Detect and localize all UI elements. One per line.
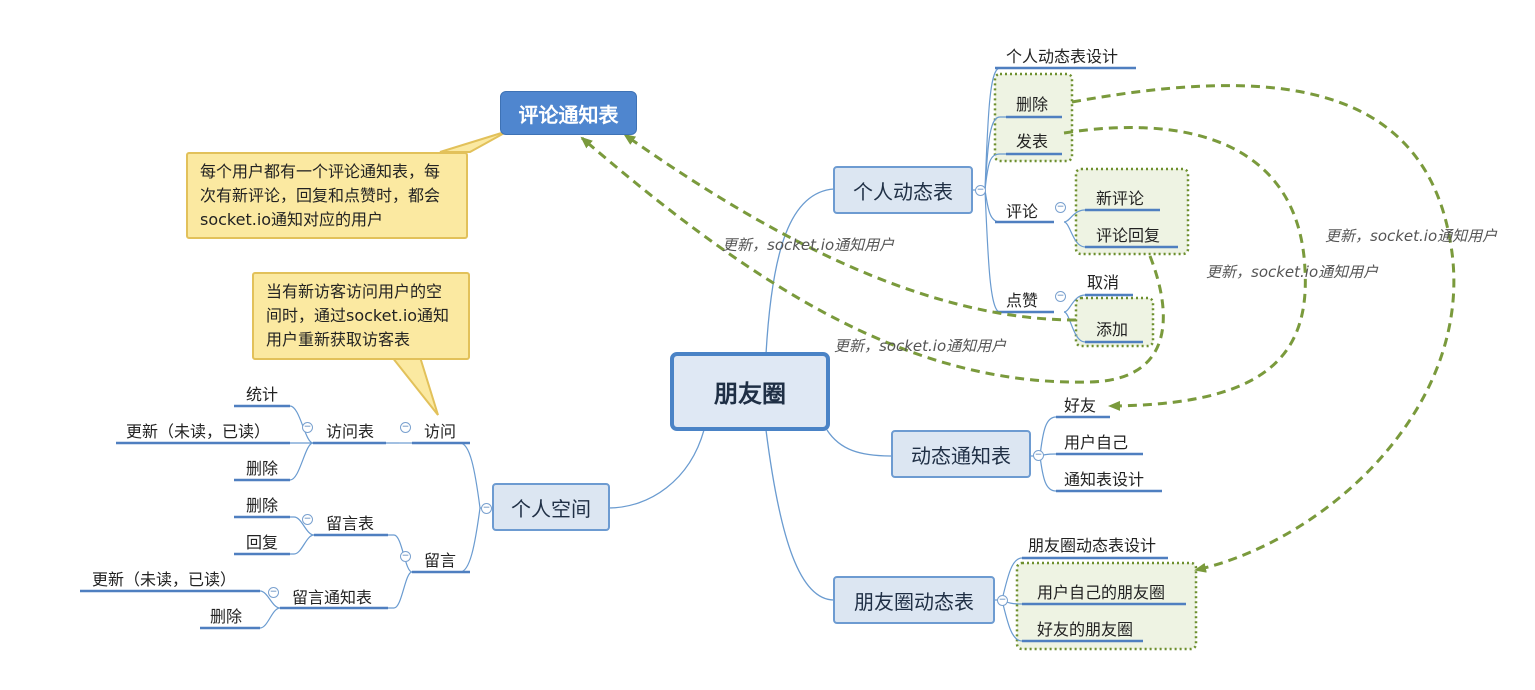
leaf-friends[interactable]: 好友 — [1064, 396, 1097, 415]
callout-visit: 当有新访客访问用户的空 间时，通过socket.io通知 用户重新获取访客表 — [252, 272, 470, 360]
leaf-message-notify-update[interactable]: 更新（未读，已读） — [92, 570, 237, 589]
leaf-visit[interactable]: 访问 — [424, 422, 457, 441]
collapse-toggle-comment[interactable]: − — [1055, 202, 1066, 213]
leaf-message-delete[interactable]: 删除 — [246, 496, 279, 515]
relation-comment-reply-to-comment-notify — [580, 136, 1165, 384]
leaf-delete[interactable]: 删除 — [1016, 95, 1049, 114]
leaf-message-notify[interactable]: 留言通知表 — [292, 588, 373, 607]
leaf-personal-feed-design[interactable]: 个人动态表设计 — [1006, 47, 1119, 66]
relation-label-1: 更新，socket.io通知用户 — [722, 236, 895, 254]
group-moments-children — [1015, 561, 1198, 651]
leaf-like-cancel[interactable]: 取消 — [1087, 273, 1120, 292]
relation-label-4: 更新，socket.io通知用户 — [1325, 227, 1498, 245]
leaf-visit-delete[interactable]: 删除 — [246, 459, 279, 478]
collapse-toggle-moments-feed[interactable]: − — [997, 595, 1008, 606]
float-topic-comment-notify[interactable]: 评论通知表 — [500, 91, 637, 135]
leaf-own-moments[interactable]: 用户自己的朋友圈 — [1037, 583, 1166, 602]
group-like-add — [1074, 296, 1155, 348]
right-sub-branches — [972, 67, 1186, 642]
topic-moments-feed[interactable]: 朋友圈动态表 — [833, 576, 995, 624]
leaf-friends-moments[interactable]: 好友的朋友圈 — [1037, 620, 1134, 639]
collapse-toggle-message-notify[interactable]: − — [268, 587, 279, 598]
callout-comment-notify: 每个用户都有一个评论通知表，每 次有新评论，回复和点赞时，都会 socket.i… — [186, 152, 468, 239]
leaf-visit-stats[interactable]: 统计 — [246, 385, 279, 404]
topic-personal-feed[interactable]: 个人动态表 — [833, 166, 973, 214]
leaf-message-reply[interactable]: 回复 — [246, 533, 279, 552]
relation-label-2: 更新，socket.io通知用户 — [834, 337, 1007, 355]
node-underlines — [80, 66, 1186, 643]
leaf-visit-table[interactable]: 访问表 — [326, 422, 375, 441]
leaf-comment[interactable]: 评论 — [1006, 202, 1039, 221]
leaf-self[interactable]: 用户自己 — [1064, 433, 1129, 452]
leaf-publish[interactable]: 发表 — [1016, 132, 1049, 151]
relation-add-to-comment-notify — [623, 133, 1077, 322]
callout-comment-pointer — [439, 130, 509, 153]
leaf-moments-design[interactable]: 朋友圈动态表设计 — [1028, 536, 1157, 555]
relation-publish-to-friends — [1063, 126, 1307, 411]
relation-label-3: 更新，socket.io通知用户 — [1206, 263, 1379, 281]
group-comment-children — [1074, 167, 1190, 256]
collapse-toggle-personal-space[interactable]: − — [481, 503, 492, 514]
leaf-new-comment[interactable]: 新评论 — [1096, 189, 1145, 208]
leaf-comment-reply[interactable]: 评论回复 — [1096, 226, 1161, 245]
leaf-message-notify-delete[interactable]: 删除 — [210, 607, 243, 626]
leaf-like[interactable]: 点赞 — [1006, 291, 1039, 310]
collapse-toggle-visit[interactable]: − — [400, 422, 411, 433]
relation-delete-to-moments — [1071, 84, 1456, 573]
relation-arrows — [580, 84, 1456, 573]
topic-feed-notify[interactable]: 动态通知表 — [891, 430, 1031, 478]
collapse-toggle-visit-table[interactable]: − — [302, 422, 313, 433]
group-boxes — [993, 72, 1198, 651]
collapse-toggle-message-table[interactable]: − — [302, 514, 313, 525]
leaf-like-add[interactable]: 添加 — [1096, 320, 1129, 339]
leaf-notify-design[interactable]: 通知表设计 — [1064, 470, 1145, 489]
collapse-toggle-message[interactable]: − — [400, 551, 411, 562]
leaf-visit-update[interactable]: 更新（未读，已读） — [126, 422, 271, 441]
collapse-toggle-like[interactable]: − — [1055, 291, 1066, 302]
leaf-message[interactable]: 留言 — [424, 551, 457, 570]
topic-personal-space[interactable]: 个人空间 — [492, 483, 610, 531]
collapse-toggle-personal-feed[interactable]: − — [975, 185, 986, 196]
collapse-toggle-feed-notify[interactable]: − — [1033, 450, 1044, 461]
callout-visit-pointer — [389, 356, 439, 416]
root-topic[interactable]: 朋友圈 — [670, 352, 830, 431]
leaf-message-table[interactable]: 留言表 — [326, 514, 375, 533]
